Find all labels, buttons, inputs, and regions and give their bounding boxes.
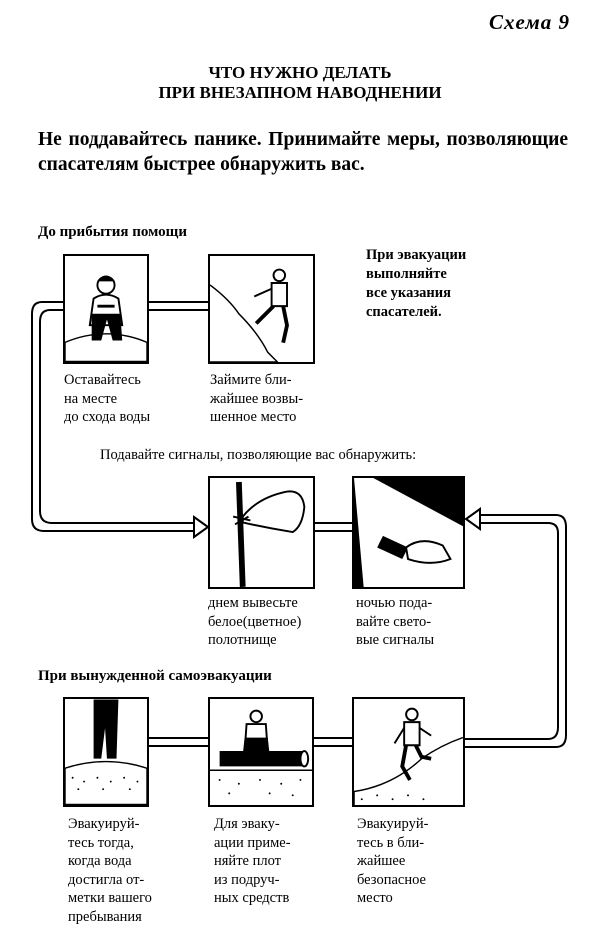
caption-high-place-line-2: жайшее возвы- [210,390,304,407]
section-before-help: До прибытия помощи [38,224,187,240]
caption-night-signal-line-3: вые сигналы [356,632,435,648]
illustration-day-signal [208,476,315,589]
caption-high-place: Займите бли- жайшее возвы- шенное место [210,371,303,427]
evacuation-note: При эвакуации выполняйте все указания сп… [366,246,466,322]
illustration-night-signal [352,476,465,589]
lead-text: Не поддавайтесь панике. Принимайте меры,… [38,129,568,175]
illustration-safe-place [352,697,465,807]
caption-evacuate-when-line-2: тесь тогда, [68,834,134,851]
caption-raft-line-4: из подруч- [214,871,280,888]
caption-safe-place-line-4: безопасное [357,871,426,888]
evacuation-note-line-1: При эвакуации [366,247,467,263]
caption-evacuate-when-line-6: пребывания [68,908,142,925]
caption-night-signal-line-2: вайте свето- [356,613,432,630]
caption-high-place-line-3: шенное место [210,409,297,425]
caption-evacuate-when: Эвакуируй- тесь тогда, когда вода достиг… [68,815,152,926]
caption-stay-line-2: на месте [64,390,118,407]
caption-raft-line-5: ных средств [214,890,290,906]
caption-day-signal: днем вывесьте белое(цветное) полотнище [208,594,301,650]
caption-safe-place-line-5: место [357,890,393,906]
section-self-evacuation: При вынужденной самоэвакуации [38,668,272,684]
scheme-number: Схема 9 [489,10,570,34]
caption-raft-line-1: Для эваку- [214,816,280,832]
caption-safe-place: Эвакуируй- тесь в бли- жайшее безопасное… [357,815,428,908]
caption-evacuate-when-line-1: Эвакуируй- [68,816,140,832]
page-title-line-1: ЧТО НУЖНО ДЕЛАТЬ [208,63,392,82]
caption-safe-place-line-1: Эвакуируй- [357,816,429,832]
illustration-raft [208,697,314,807]
caption-day-signal-line-2: белое(цветное) [208,613,302,630]
caption-evacuate-when-line-3: когда вода [68,853,132,869]
caption-raft-line-3: няйте плот [214,853,281,869]
illustration-high-place [208,254,315,364]
signals-label: Подавайте сигналы, позволяющие вас обнар… [100,447,417,463]
page-title-line-2: ПРИ ВНЕЗАПНОМ НАВОДНЕНИИ [158,83,442,102]
evacuation-note-line-3: все указания [366,285,451,301]
caption-evacuate-when-line-4: достигла от- [68,871,145,888]
caption-safe-place-line-2: тесь в бли- [357,834,425,851]
caption-evacuate-when-line-5: метки вашего [68,890,152,906]
evacuation-note-line-2: выполняйте [366,266,447,282]
illustration-evacuate-when-water-rises [63,697,149,807]
caption-day-signal-line-1: днем вывесьте [208,595,298,611]
caption-high-place-line-1: Займите бли- [210,372,292,388]
caption-night-signal-line-1: ночью пода- [356,595,433,611]
caption-stay-line-3: до схода воды [64,409,151,425]
caption-raft: Для эваку- ации приме- няйте плот из под… [214,815,291,908]
illustration-stay-in-place [63,254,149,364]
caption-stay: Оставайтесь на месте до схода воды [64,371,150,427]
caption-safe-place-line-3: жайшее [357,853,406,869]
caption-stay-line-1: Оставайтесь [64,372,141,388]
caption-night-signal: ночью пода- вайте свето- вые сигналы [356,594,434,650]
caption-day-signal-line-3: полотнище [208,632,277,648]
evacuation-note-line-4: спасателей. [366,304,442,320]
caption-raft-line-2: ации приме- [214,834,291,851]
